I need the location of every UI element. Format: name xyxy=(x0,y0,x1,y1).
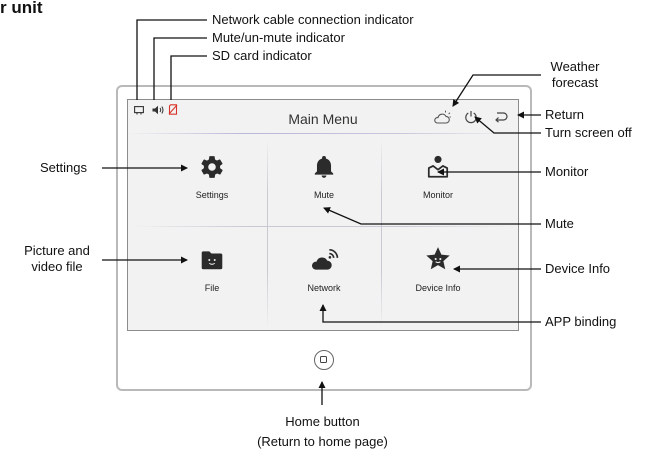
title-divider xyxy=(128,133,518,134)
home-button[interactable] xyxy=(314,350,334,370)
tile-label: Network xyxy=(307,283,341,293)
callout-settings: Settings xyxy=(40,160,87,175)
gear-icon xyxy=(201,156,223,178)
bell-icon xyxy=(314,155,334,178)
home-square-icon xyxy=(320,356,327,363)
tile-settings[interactable]: Settings xyxy=(152,154,272,234)
speaker-icon xyxy=(152,105,164,115)
main-menu-screen: Main Menu Settings Mute Monitor xyxy=(127,99,519,331)
grid-line xyxy=(267,138,268,328)
callout-mute: Mute xyxy=(545,216,574,231)
callout-weather: Weather forecast xyxy=(540,59,610,91)
tile-mute[interactable]: Mute xyxy=(264,154,384,234)
tile-label: File xyxy=(204,283,220,293)
tile-label: Device Info xyxy=(415,283,461,293)
tile-label: Monitor xyxy=(422,190,453,200)
callout-picture-line1: Picture and xyxy=(24,243,90,258)
callout-monitor: Monitor xyxy=(545,164,589,179)
star-face-icon xyxy=(426,247,450,270)
grid-line xyxy=(381,138,382,328)
callout-picture-video: Picture and video file xyxy=(12,243,102,275)
callout-weather-line2: forecast xyxy=(551,75,599,90)
callout-home-line1: Home button xyxy=(285,414,360,429)
person-monitor-icon xyxy=(427,155,449,178)
tile-network[interactable]: Network xyxy=(264,247,384,327)
tile-file[interactable]: File xyxy=(152,247,272,327)
tile-device-info[interactable]: Device Info xyxy=(378,245,498,325)
section-heading: r unit xyxy=(0,0,43,17)
callout-weather-line1: Weather xyxy=(550,59,600,74)
grid-line xyxy=(133,226,515,227)
cloud-wifi-icon xyxy=(311,248,339,270)
tile-label: Settings xyxy=(195,190,229,200)
callout-device-info: Device Info xyxy=(545,261,611,276)
tile-monitor[interactable]: Monitor xyxy=(378,154,498,234)
callout-picture-line2: video file xyxy=(31,259,83,274)
callout-home: Home button (Return to home page) xyxy=(230,412,415,452)
callout-mute-indicator: Mute/un-mute indicator xyxy=(212,30,345,45)
callout-app-binding: APP binding xyxy=(545,314,617,329)
callout-home-line2: (Return to home page) xyxy=(257,434,388,449)
callout-screen-off: Turn screen off xyxy=(545,125,632,140)
callout-network-cable: Network cable connection indicator xyxy=(212,12,414,27)
tile-label: Mute xyxy=(313,190,334,200)
sd-card-icon xyxy=(168,104,178,115)
weather-cloud-icon[interactable] xyxy=(433,110,451,125)
screen-title: Main Menu xyxy=(288,111,358,127)
return-arrow-icon[interactable] xyxy=(493,111,508,123)
network-cable-icon xyxy=(134,106,144,115)
power-icon[interactable] xyxy=(464,110,478,124)
folder-icon xyxy=(201,251,223,270)
callout-return: Return xyxy=(545,107,585,122)
callout-sd-card: SD card indicator xyxy=(212,48,312,63)
